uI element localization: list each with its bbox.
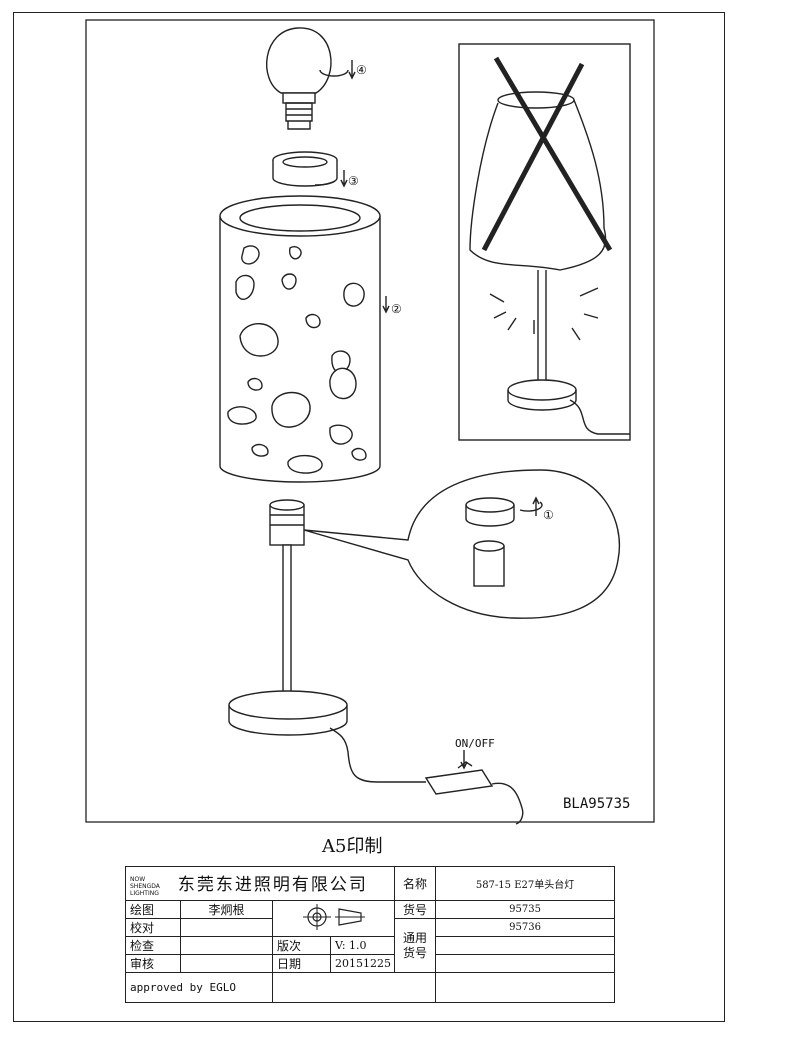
shade-illustration — [219, 195, 390, 483]
company-name: 东莞东进照明有限公司 — [177, 875, 368, 895]
step-4-label: ④ — [356, 63, 367, 77]
projection-symbol — [271, 900, 396, 937]
generic-extra — [435, 936, 616, 955]
print-size-label: A5印制 — [322, 836, 383, 857]
step-2-label: ② — [391, 302, 402, 316]
approved-blank-2 — [435, 972, 616, 1003]
switch-label: ON/OFF — [455, 737, 495, 750]
date-value: 20151225 — [329, 954, 396, 973]
generic-label: 通用货号 — [394, 918, 437, 973]
lamp-base-illustration — [228, 499, 524, 825]
version-label: 版次 — [272, 936, 331, 955]
model-code: BLA95735 — [563, 796, 631, 812]
checked-value — [180, 918, 273, 937]
item-no: 95735 — [435, 900, 616, 919]
company-cell: NOW SHENGDA LIGHTING 东莞东进照明有限公司 — [124, 866, 396, 901]
company-logo: NOW SHENGDA LIGHTING — [130, 876, 160, 897]
approved-blank — [271, 972, 437, 1003]
drawn-by: 李炯根 — [180, 900, 273, 919]
title-block: NOW SHENGDA LIGHTING 东莞东进照明有限公司 名称 587-1… — [124, 866, 616, 1003]
approved-by: approved by EGLO — [125, 972, 273, 1003]
step-3-label: ③ — [348, 174, 359, 188]
ring-illustration — [272, 151, 348, 188]
generic-no: 95736 — [435, 918, 616, 937]
date-extra — [435, 954, 616, 973]
review-value — [180, 936, 273, 955]
page-frame — [13, 12, 725, 1022]
date-label: 日期 — [272, 954, 331, 973]
drawn-label: 绘图 — [125, 900, 181, 919]
bulb-illustration — [266, 27, 356, 130]
review-label: 检查 — [125, 936, 181, 955]
step-1-label: ① — [543, 508, 554, 522]
detail-callout — [303, 469, 620, 619]
approve-label: 审核 — [125, 954, 181, 973]
version-value: V: 1.0 — [329, 936, 396, 955]
name-label: 名称 — [394, 866, 437, 901]
warning-inset — [458, 43, 631, 441]
drawing-border — [85, 19, 655, 823]
approve-value — [180, 954, 273, 973]
name-value: 587-15 E27单头台灯 — [435, 866, 616, 901]
item-no-label: 货号 — [394, 900, 437, 919]
checked-label: 校对 — [125, 918, 181, 937]
